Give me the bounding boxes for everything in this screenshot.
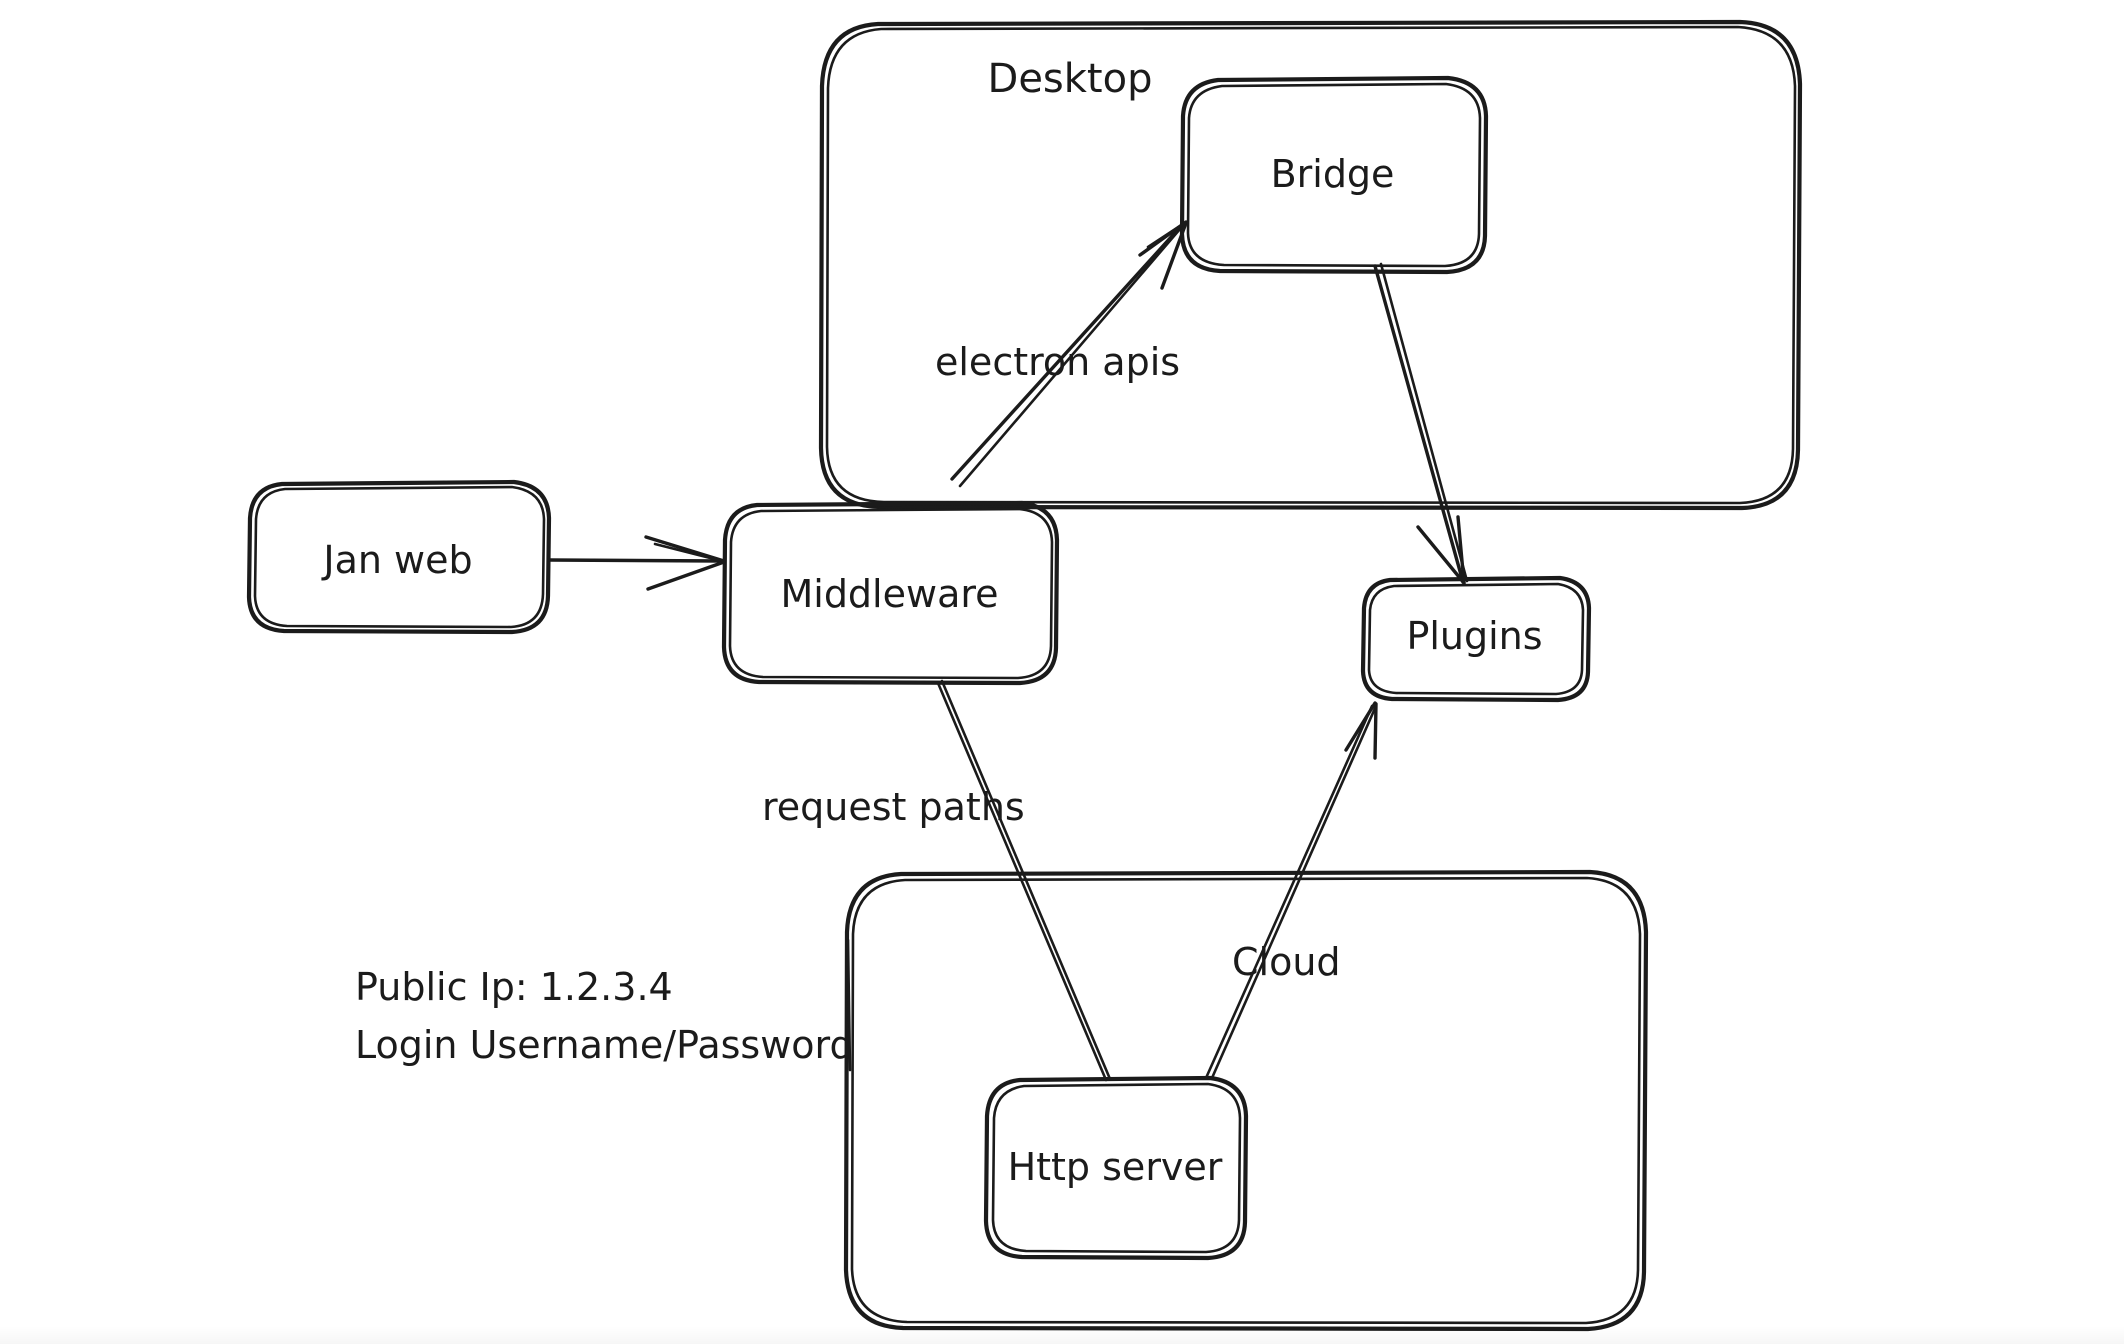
note-login-credentials: Login Username/Password <box>355 1023 854 1067</box>
edge-label-request-paths: request paths <box>762 785 1025 829</box>
edge-http-to-plugins <box>1204 701 1378 1080</box>
bridge-box-outline <box>1179 75 1489 275</box>
node-label-jan-web: Jan web <box>323 538 473 582</box>
cloud-container-outline <box>843 869 1649 1332</box>
plugins-box-outline <box>1360 575 1592 703</box>
node-label-bridge: Bridge <box>1270 152 1395 196</box>
node-label-plugins: Plugins <box>1406 614 1543 658</box>
container-label-desktop: Desktop <box>987 56 1153 102</box>
edge-label-cloud: Cloud <box>1232 940 1341 984</box>
node-label-middleware: Middleware <box>780 572 999 616</box>
edge-middleware-to-bridge <box>950 220 1188 488</box>
edge-bridge-to-plugins <box>1373 262 1469 585</box>
edge-middleware-to-http <box>936 679 1112 1082</box>
note-public-ip: Public Ip: 1.2.3.4 <box>355 965 673 1009</box>
jan-web-box-outline <box>246 479 552 635</box>
note-overlap-artifact <box>846 938 852 1072</box>
node-label-http-server: Http server <box>1007 1145 1223 1189</box>
middleware-box-outline <box>721 500 1060 686</box>
desktop-container-outline <box>818 19 1803 511</box>
edge-janweb-to-middleware <box>547 535 726 591</box>
edge-label-electron-apis: electron apis <box>935 340 1181 384</box>
http-server-box-outline <box>983 1075 1249 1261</box>
